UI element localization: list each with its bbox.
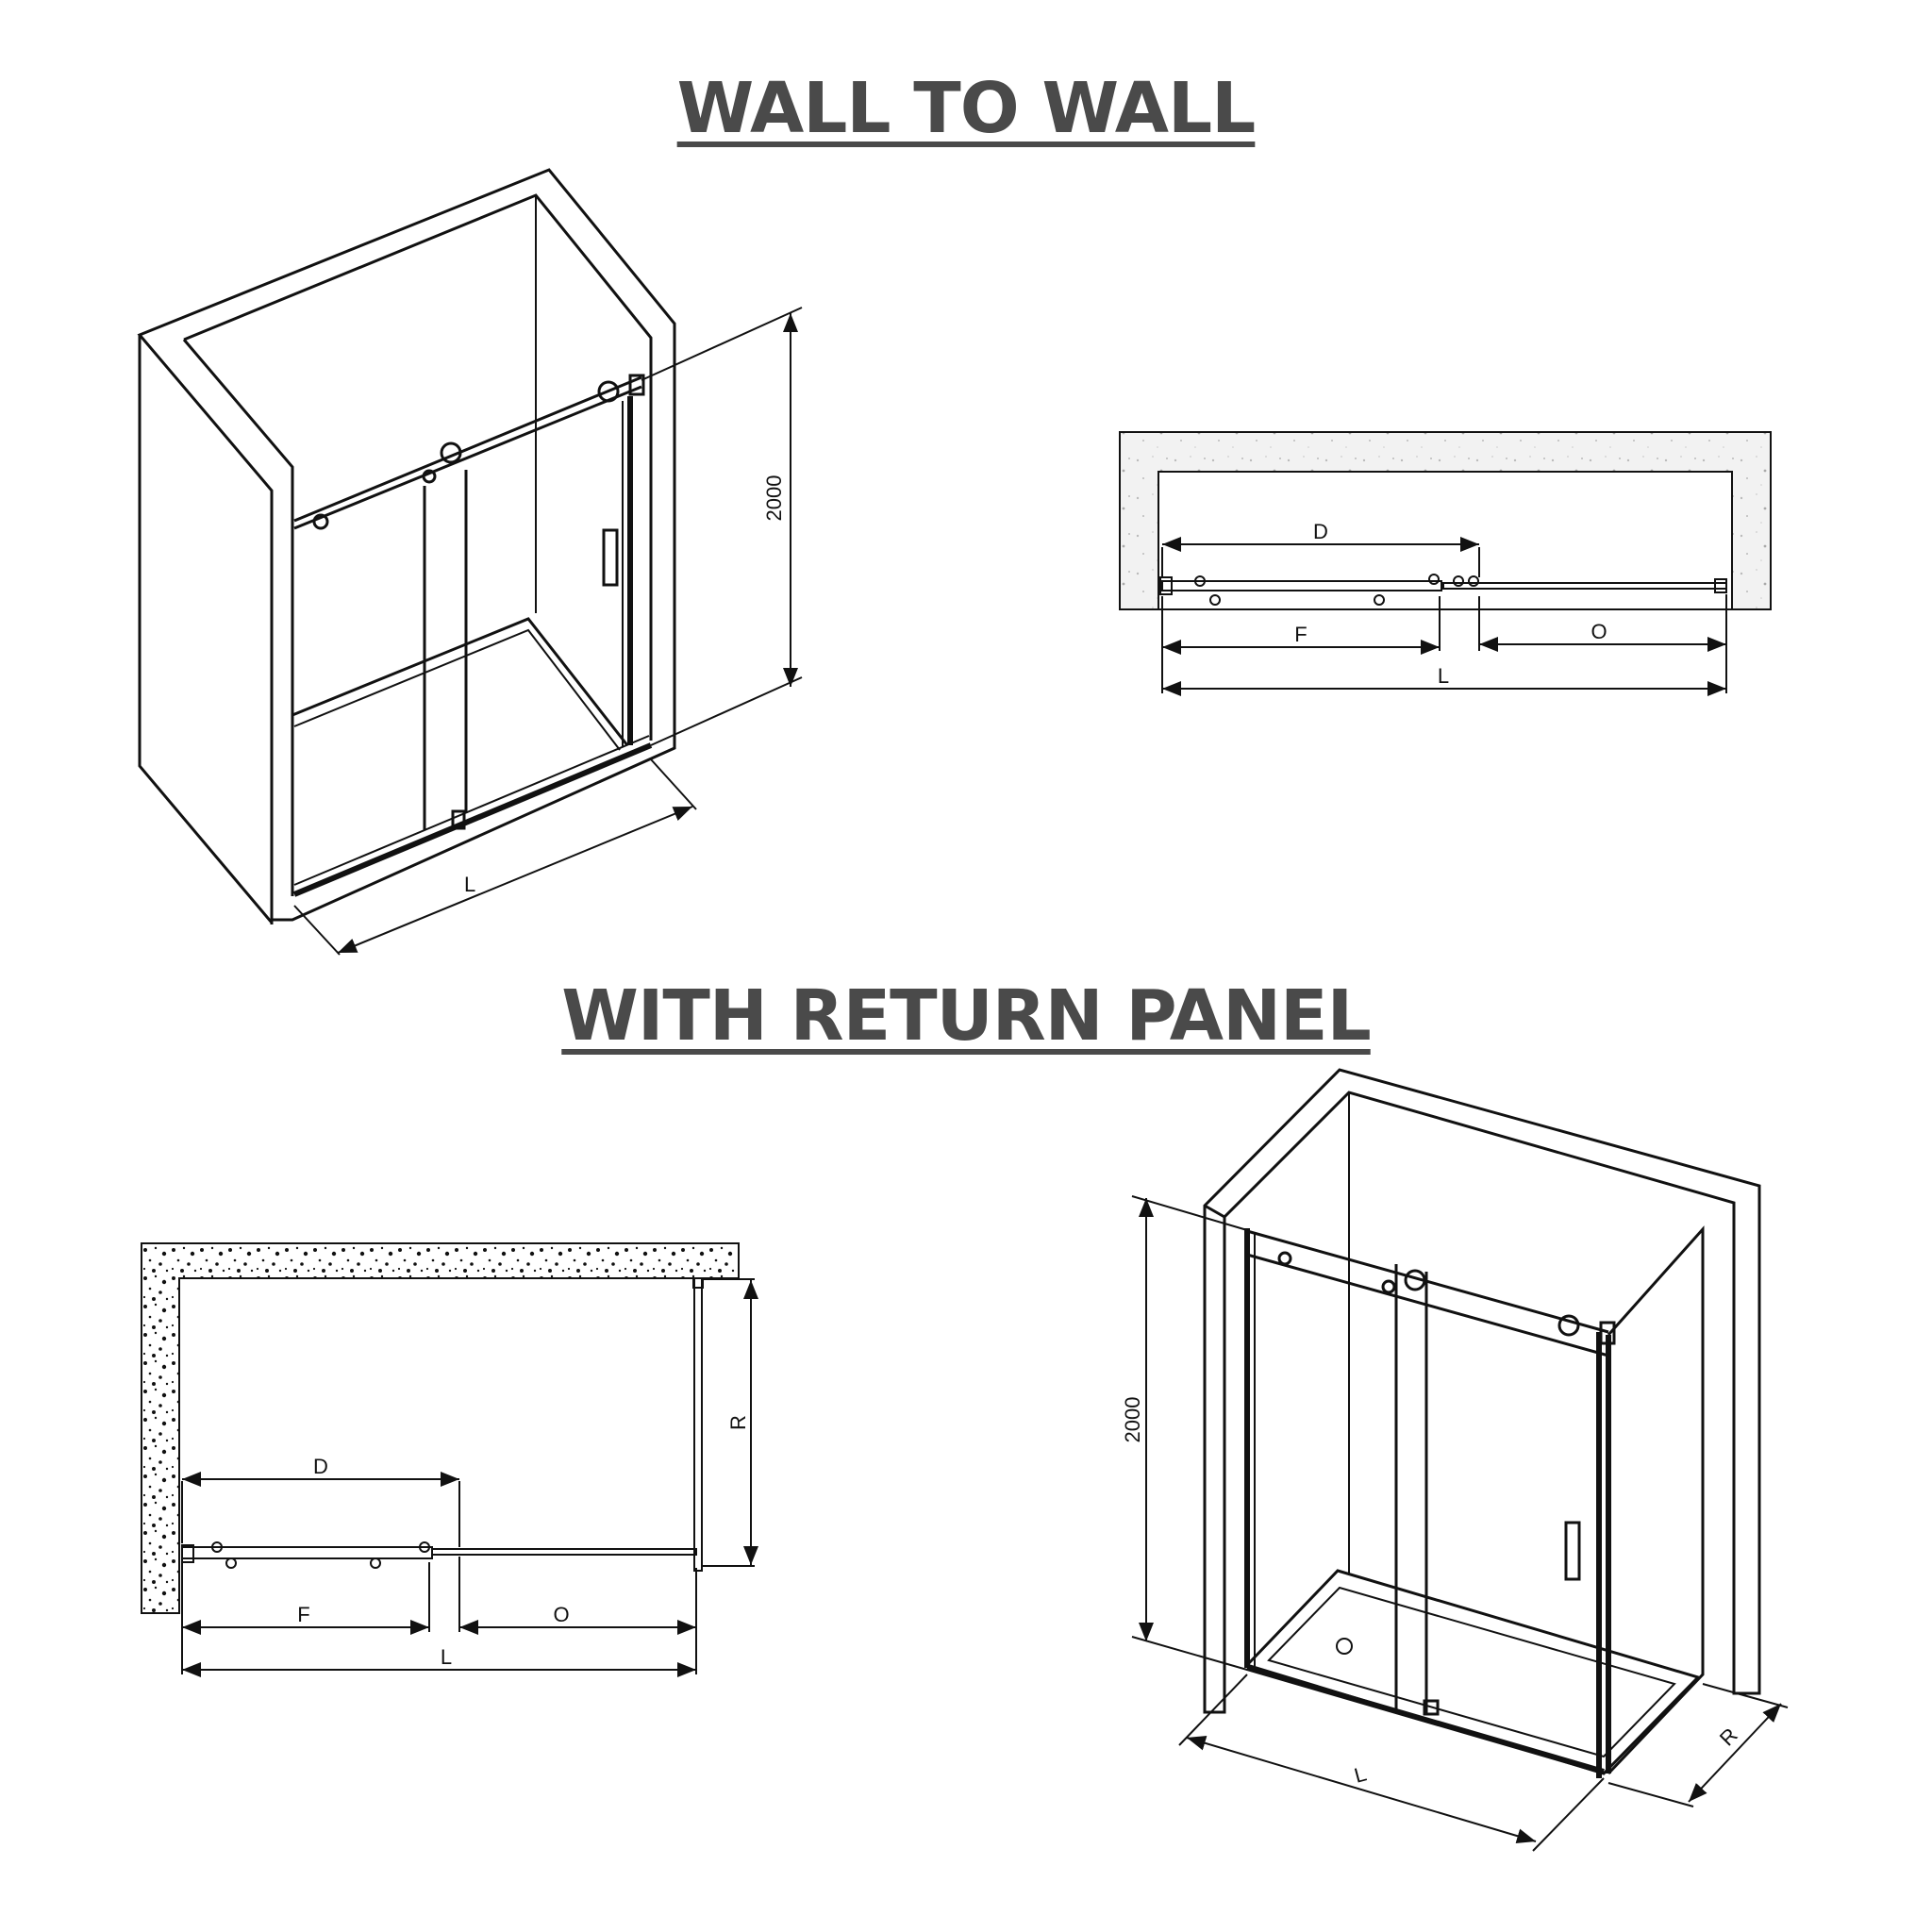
wall-bracket-icon [692, 1277, 704, 1289]
return-panel-glass [693, 1277, 703, 1572]
drain-icon [1336, 1638, 1353, 1655]
r-dimension-label: R [1715, 1724, 1742, 1751]
extension-line [641, 307, 803, 381]
extension-line [293, 905, 341, 956]
f-dimension-label: F [297, 1603, 309, 1626]
extension-line [1178, 1674, 1248, 1746]
rail-bracket-icon [312, 513, 329, 530]
top-roller-rail [293, 375, 642, 523]
roller-icon [1209, 594, 1221, 606]
section-title-wall-to-wall: WALL TO WALL [676, 68, 1257, 149]
d-dimension-label: D [1313, 520, 1328, 543]
o-dimension-label: O [1591, 620, 1607, 643]
d-dimension-label: D [313, 1455, 328, 1478]
extension-line [650, 676, 803, 746]
roller-wheel-icon [1381, 1279, 1396, 1294]
wall-section [141, 1242, 740, 1614]
roller-icon [1453, 575, 1464, 587]
l-dimension-label: L [1438, 664, 1449, 688]
roller-wheel-icon [1557, 1314, 1580, 1337]
fixed-panel-glass [431, 1548, 697, 1556]
l-dimension-line [1186, 1736, 1537, 1843]
roller-wheel-icon [422, 469, 437, 484]
return-panel [1607, 1225, 1705, 1775]
door-handle-icon [602, 528, 619, 587]
extension-line [650, 758, 697, 810]
opening-outline [182, 339, 294, 896]
f-dimension-label: F [1294, 623, 1307, 646]
roller-icon [211, 1541, 223, 1553]
bottom-guide-rail [293, 735, 650, 886]
wall-to-wall-plan-view: D F O L [1119, 431, 1772, 696]
roller-icon [419, 1541, 430, 1553]
wall-outline [137, 168, 676, 922]
shower-tray-inner [1267, 1586, 1676, 1758]
extension-line [1607, 1782, 1694, 1807]
bottom-profile [1246, 1665, 1605, 1774]
l-dimension-label: L [1352, 1762, 1369, 1788]
wall-bracket-icon [1714, 578, 1727, 593]
door-handle-icon [1564, 1521, 1581, 1581]
end-bracket-icon [628, 374, 645, 396]
shower-tray-inner [293, 628, 621, 751]
r-dimension-label: R [726, 1415, 750, 1430]
roller-icon [1374, 594, 1385, 606]
return-panel-iso-view: 2000 L R [1121, 1068, 1789, 1852]
height-dimension-label: 2000 [762, 475, 786, 522]
roller-wheel-icon [1277, 1251, 1292, 1266]
shower-tray [291, 617, 629, 746]
return-panel-plan-view: D R F O L [141, 1242, 758, 1677]
length-dimension-line [337, 806, 693, 954]
wall-bracket-icon [181, 1544, 194, 1563]
roller-wheel-icon [1404, 1269, 1426, 1291]
sliding-door-glass [1161, 580, 1442, 591]
roller-icon [225, 1557, 237, 1569]
o-dimension-label: O [553, 1603, 569, 1626]
wall-to-wall-iso-view: 2000 L [137, 168, 803, 956]
extension-line [1532, 1777, 1605, 1852]
roller-icon [1194, 575, 1206, 587]
wall-edge [138, 335, 274, 924]
sliding-door-glass [181, 1546, 433, 1559]
l-dimension-label: L [441, 1645, 452, 1669]
opening-outline [183, 193, 653, 741]
roller-icon [1468, 575, 1479, 587]
wall-bracket-icon [1159, 576, 1173, 595]
roller-icon [1428, 574, 1440, 585]
roller-wheel-icon [597, 380, 620, 403]
section-title-with-return-panel: WITH RETURN PANEL [561, 975, 1371, 1057]
extension-line [1702, 1683, 1789, 1708]
wall-edge [1204, 1204, 1225, 1219]
roller-icon [370, 1557, 381, 1569]
extension-line [1131, 1636, 1248, 1671]
wall-outline [1203, 1068, 1761, 1714]
roller-wheel-icon [440, 441, 462, 464]
length-dimension-label: L [464, 873, 475, 896]
r-dimension-line [1688, 1703, 1782, 1803]
floor-guide-icon [1423, 1699, 1440, 1716]
height-dimension-label: 2000 [1121, 1397, 1144, 1443]
top-roller-rail [293, 385, 642, 530]
